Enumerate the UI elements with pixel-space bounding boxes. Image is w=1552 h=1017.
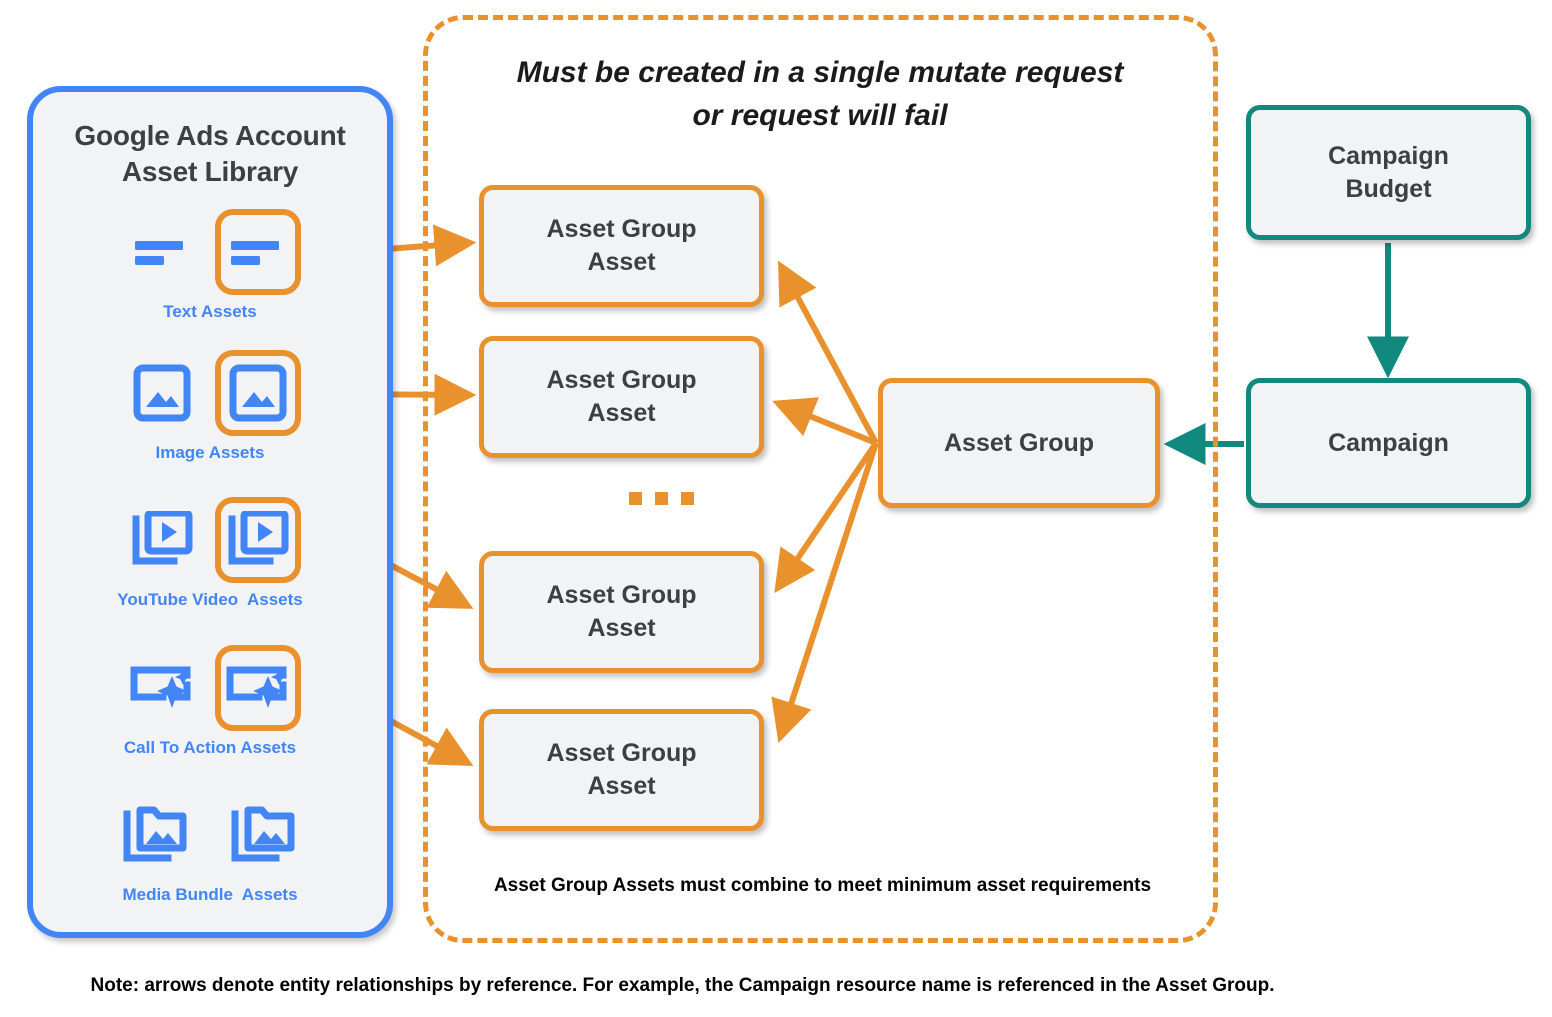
asset-icons-text bbox=[33, 204, 387, 300]
text-asset-glyph bbox=[231, 241, 279, 265]
youtube-video-asset-glyph bbox=[228, 511, 289, 565]
asset-row-media-bundle: Media Bundle Assets bbox=[33, 787, 387, 905]
asset-group-asset-node-3[interactable]: Asset Group Asset bbox=[479, 551, 764, 673]
text-asset-glyph bbox=[135, 241, 183, 265]
text-asset-icon[interactable] bbox=[119, 209, 205, 295]
media-bundle-asset-icon-2[interactable] bbox=[221, 792, 307, 878]
asset-group-asset-label-2: Asset Group Asset bbox=[546, 366, 697, 427]
asset-group-asset-label-4: Asset Group Asset bbox=[546, 739, 697, 800]
image-asset-glyph bbox=[229, 364, 287, 422]
image-asset-icon-selected[interactable] bbox=[215, 350, 301, 436]
library-title-line2: Asset Library bbox=[121, 155, 299, 187]
asset-row-image: Image Assets bbox=[33, 345, 387, 463]
youtube-video-asset-glyph bbox=[132, 511, 193, 565]
library-title-line1: Google Ads Account bbox=[74, 120, 346, 151]
mutate-region-footnote: Asset Group Assets must combine to meet … bbox=[493, 875, 1152, 896]
asset-group-asset-label-1: Asset Group Asset bbox=[546, 215, 697, 276]
ellipsis-indicator bbox=[629, 492, 694, 505]
campaign-budget-label: Campaign Budget bbox=[1328, 141, 1449, 203]
asset-group-asset-node-4[interactable]: Asset Group Asset bbox=[479, 709, 764, 831]
image-asset-glyph bbox=[133, 364, 191, 422]
asset-library-panel: Google Ads Account Asset Library bbox=[27, 86, 393, 938]
asset-label-media-bundle: Media Bundle Assets bbox=[122, 885, 298, 904]
asset-icons-cta bbox=[33, 640, 387, 736]
asset-icons-media-bundle bbox=[33, 787, 387, 883]
asset-group-asset-label-3: Asset Group Asset bbox=[546, 581, 697, 642]
mutate-region-heading: Must be created in a single mutate reque… bbox=[455, 52, 1185, 137]
bottom-note: Note: arrows denote entity relationships… bbox=[90, 975, 1275, 996]
youtube-video-asset-icon[interactable] bbox=[119, 497, 205, 583]
library-title: Google Ads Account Asset Library bbox=[33, 118, 387, 190]
asset-row-text: Text Assets bbox=[33, 204, 387, 322]
call-to-action-asset-glyph bbox=[130, 666, 191, 708]
asset-label-image: Image Assets bbox=[155, 443, 265, 462]
mutate-heading-line2: or request will fail bbox=[692, 98, 948, 132]
ellipsis-dot bbox=[681, 492, 694, 505]
call-to-action-asset-icon[interactable] bbox=[119, 645, 205, 731]
asset-icons-image bbox=[33, 345, 387, 441]
youtube-video-asset-icon-selected[interactable] bbox=[215, 497, 301, 583]
asset-group-node[interactable]: Asset Group bbox=[878, 378, 1160, 508]
campaign-node[interactable]: Campaign bbox=[1246, 378, 1531, 508]
media-bundle-asset-glyph bbox=[231, 806, 295, 862]
ellipsis-dot bbox=[629, 492, 642, 505]
mutate-request-region bbox=[423, 15, 1218, 943]
asset-label-text: Text Assets bbox=[163, 302, 257, 321]
mutate-heading-line1: Must be created in a single mutate reque… bbox=[516, 56, 1124, 89]
asset-icons-video bbox=[33, 492, 387, 588]
image-asset-icon[interactable] bbox=[119, 350, 205, 436]
call-to-action-asset-glyph bbox=[226, 666, 287, 708]
media-bundle-asset-glyph bbox=[123, 806, 187, 862]
campaign-budget-node[interactable]: Campaign Budget bbox=[1246, 105, 1531, 240]
asset-row-video: YouTube Video Assets bbox=[33, 492, 387, 610]
call-to-action-asset-icon-selected[interactable] bbox=[215, 645, 301, 731]
asset-group-asset-node-2[interactable]: Asset Group Asset bbox=[479, 336, 764, 458]
ellipsis-dot bbox=[655, 492, 668, 505]
asset-label-video: YouTube Video Assets bbox=[117, 590, 303, 609]
asset-label-cta: Call To Action Assets bbox=[123, 738, 297, 757]
campaign-label: Campaign bbox=[1328, 428, 1449, 457]
asset-row-cta: Call To Action Assets bbox=[33, 640, 387, 758]
asset-group-asset-node-1[interactable]: Asset Group Asset bbox=[479, 185, 764, 307]
text-asset-icon-selected[interactable] bbox=[215, 209, 301, 295]
asset-group-label: Asset Group bbox=[943, 428, 1095, 457]
media-bundle-asset-icon[interactable] bbox=[113, 792, 199, 878]
